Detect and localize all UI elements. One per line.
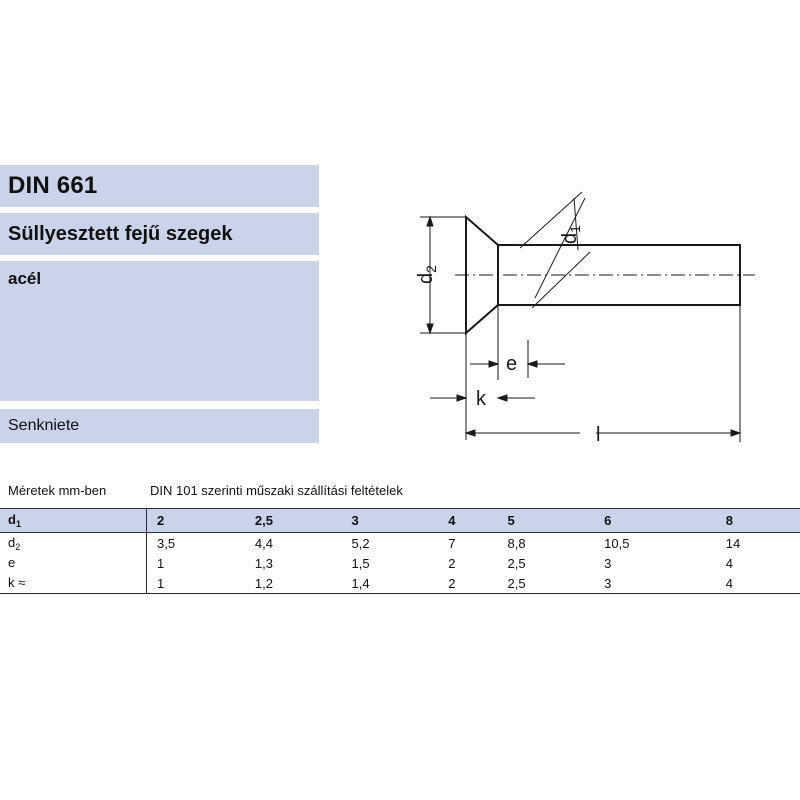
d1-label: d1 bbox=[559, 225, 583, 244]
row-label: d1 bbox=[0, 508, 147, 533]
table-cell: 5 bbox=[497, 508, 595, 533]
table-cell: 4 bbox=[438, 508, 498, 533]
table-cell: 14 bbox=[725, 535, 741, 551]
table-cell: 3 bbox=[341, 508, 439, 533]
table-cell: 2 bbox=[448, 555, 456, 571]
title-band: DIN 661 bbox=[0, 165, 319, 207]
table-cell: 1 bbox=[146, 573, 245, 594]
table-cell: 3 bbox=[604, 555, 612, 571]
rivet-drawing: d2 d1 e k l bbox=[415, 191, 755, 446]
table-cell: 1,3 bbox=[254, 555, 273, 571]
table-cell: 2 bbox=[438, 573, 498, 594]
row-label: d2 bbox=[0, 532, 147, 553]
standard-number: DIN 661 bbox=[8, 172, 98, 199]
units-note: Méretek mm-ben bbox=[8, 483, 107, 498]
table-cell: 10,5 bbox=[604, 535, 630, 551]
table-cell: 1,5 bbox=[351, 555, 370, 571]
l-label: l bbox=[596, 424, 600, 446]
table-row: d2 3,5 4,4 5,2 7 8,8 10,5 14 bbox=[0, 532, 800, 553]
d2-label: d2 bbox=[415, 265, 439, 284]
subtitle-band: Süllyesztett fejű szegek bbox=[0, 213, 319, 255]
table-cell: 7 bbox=[448, 535, 456, 551]
table-cell: 1,4 bbox=[341, 573, 439, 594]
table-cell: 8 bbox=[715, 508, 800, 533]
table-cell: 8,8 bbox=[507, 535, 526, 551]
row-label: k ≈ bbox=[0, 573, 147, 594]
table-cell: 5,2 bbox=[351, 535, 370, 551]
alt-name: Senkniete bbox=[8, 417, 80, 434]
table-cell: 2,5 bbox=[497, 573, 595, 594]
table-cell: 3 bbox=[594, 573, 716, 594]
material-band: acél bbox=[0, 261, 319, 401]
material-label: acél bbox=[8, 269, 42, 288]
conditions-note: DIN 101 szerinti műszaki szállítási felt… bbox=[150, 483, 403, 498]
table-cell: 3,5 bbox=[157, 535, 176, 551]
table-cell: 6 bbox=[594, 508, 716, 533]
table-cell: 4,4 bbox=[254, 535, 273, 551]
table-cell: 2 bbox=[146, 508, 245, 533]
product-title: Süllyesztett fejű szegek bbox=[8, 223, 233, 245]
table-cell: 2,5 bbox=[507, 555, 526, 571]
row-label: e bbox=[0, 553, 147, 573]
table-cell: 1,2 bbox=[244, 573, 342, 594]
alt-name-band: Senkniete bbox=[0, 409, 319, 443]
table-cell: 4 bbox=[725, 555, 733, 571]
e-label: e bbox=[506, 353, 517, 375]
k-label: k bbox=[476, 388, 487, 410]
table-cell: 4 bbox=[715, 573, 800, 594]
table-cell: 2,5 bbox=[244, 508, 342, 533]
table-cell: 1 bbox=[157, 555, 165, 571]
